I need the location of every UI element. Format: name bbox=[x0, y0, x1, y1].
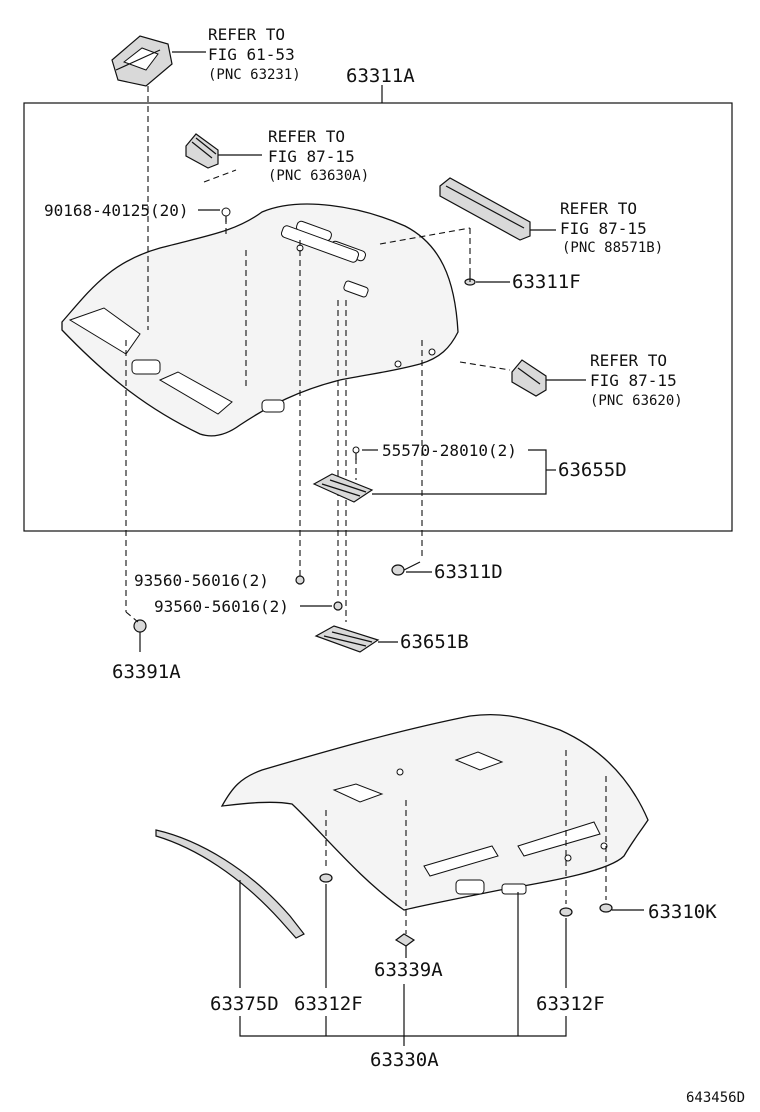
label-93560-b: 93560-56016(2) bbox=[154, 597, 289, 616]
dash-guide bbox=[125, 611, 139, 623]
screw-93560-b bbox=[333, 601, 343, 611]
label-63339A: 63339A bbox=[374, 959, 443, 981]
screw-63311F bbox=[464, 270, 476, 286]
label-63311D: 63311D bbox=[434, 561, 503, 583]
lamp-part-88571B bbox=[439, 177, 531, 241]
cap-63391A bbox=[133, 619, 147, 633]
clip-63339A bbox=[394, 933, 416, 947]
label-63651B: 63651B bbox=[400, 631, 469, 653]
refer-1-line-2: FIG 61-53 bbox=[208, 45, 295, 64]
clip-63312F-right bbox=[559, 907, 573, 917]
bracket-63655D bbox=[372, 449, 547, 495]
lamp-part-63630A bbox=[185, 133, 219, 169]
dash-guide bbox=[379, 227, 471, 245]
clip-63312F-left bbox=[319, 873, 333, 883]
refer-4-line-2: FIG 87-15 bbox=[590, 371, 677, 390]
label-63655D: 63655D bbox=[558, 459, 627, 481]
bracket-63330A bbox=[239, 1016, 567, 1037]
refer-2-line-1: REFER TO bbox=[268, 127, 345, 146]
refer-3-line-3: (PNC 88571B) bbox=[562, 240, 663, 256]
moulding-63375D bbox=[155, 829, 305, 939]
label-93560-a: 93560-56016(2) bbox=[134, 571, 269, 590]
refer-4-line-1: REFER TO bbox=[590, 351, 667, 370]
roof-headlining-lower bbox=[220, 713, 649, 911]
dash-guide bbox=[459, 361, 511, 371]
clip-55570 bbox=[352, 446, 360, 460]
lamp-part-63620 bbox=[511, 359, 547, 397]
label-63312F-left: 63312F bbox=[294, 993, 363, 1015]
clip-90168 bbox=[221, 207, 231, 222]
clip-63310K bbox=[599, 903, 613, 913]
refer-4-line-3: (PNC 63620) bbox=[590, 393, 683, 409]
label-63311A: 63311A bbox=[346, 65, 415, 87]
dash-guide bbox=[203, 169, 237, 183]
assembly-box-frame bbox=[23, 102, 733, 532]
refer-3-line-1: REFER TO bbox=[560, 199, 637, 218]
label-55570: 55570-28010(2) bbox=[382, 441, 517, 460]
visor-holder-part-63231 bbox=[111, 35, 173, 87]
figure-code: 643456D bbox=[686, 1090, 745, 1106]
refer-1-line-1: REFER TO bbox=[208, 25, 285, 44]
label-90168: 90168-40125(20) bbox=[44, 201, 189, 220]
roof-headlining-63311A bbox=[61, 203, 459, 437]
refer-2-line-3: (PNC 63630A) bbox=[268, 168, 369, 184]
label-63312F-right: 63312F bbox=[536, 993, 605, 1015]
refer-3-line-2: FIG 87-15 bbox=[560, 219, 647, 238]
label-63311F: 63311F bbox=[512, 271, 581, 293]
label-63391A: 63391A bbox=[112, 661, 181, 683]
refer-1-line-3: (PNC 63231) bbox=[208, 67, 301, 83]
label-63310K: 63310K bbox=[648, 901, 717, 923]
cover-63655D bbox=[312, 473, 374, 503]
cover-63651B bbox=[314, 625, 380, 653]
refer-2-line-2: FIG 87-15 bbox=[268, 147, 355, 166]
label-63375D: 63375D bbox=[210, 993, 279, 1015]
screw-93560-a bbox=[295, 575, 305, 585]
label-63330A: 63330A bbox=[370, 1049, 439, 1071]
clip-63311D bbox=[391, 561, 421, 576]
